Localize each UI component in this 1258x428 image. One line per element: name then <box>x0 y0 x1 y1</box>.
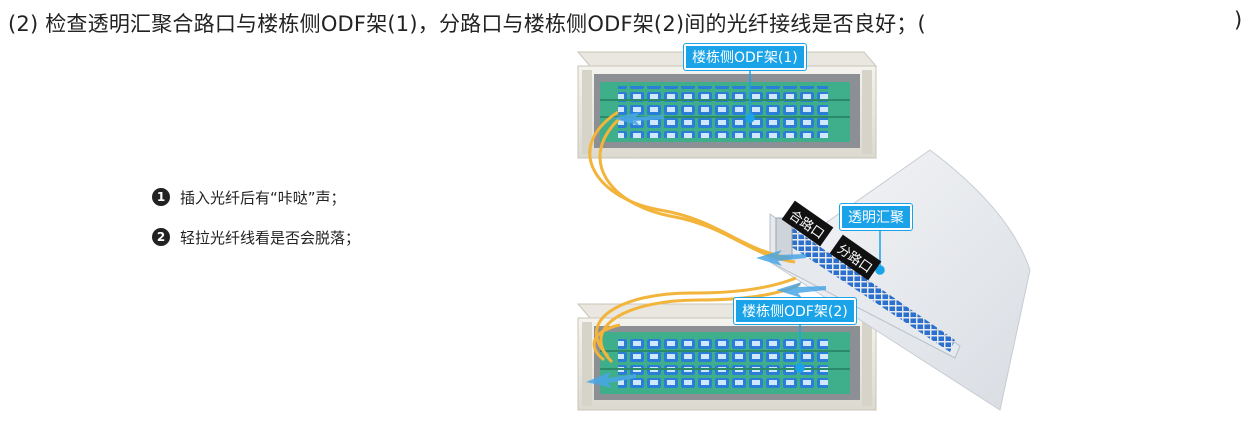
step-item: 1 插入光纤后有“咔哒”声； <box>152 186 360 208</box>
odf-rack-2-label: 楼栋侧ODF架(2) <box>734 298 856 324</box>
odf-rack-1-label: 楼栋侧ODF架(1) <box>684 44 806 70</box>
step-number-badge: 2 <box>152 228 170 246</box>
arrow-icon <box>612 112 664 126</box>
callout-lines <box>745 66 885 373</box>
aggregator-label: 透明汇聚 <box>840 204 912 230</box>
step-item: 2 轻拉光纤线看是否会脱落； <box>152 226 360 248</box>
question-text: (2) 检查透明汇聚合路口与楼栋侧ODF架(1)，分路口与楼栋侧ODF架(2)间… <box>8 8 1242 38</box>
step-text: 轻拉光纤线看是否会脱落； <box>180 228 361 247</box>
arrow-icon <box>756 250 806 266</box>
arrow-icon <box>586 372 636 388</box>
question-answer-blank-close: ) <box>1234 8 1243 32</box>
step-number-badge: 1 <box>152 188 170 206</box>
aggregator-device <box>769 149 1031 411</box>
question-stem: (2) 检查透明汇聚合路口与楼栋侧ODF架(1)，分路口与楼栋侧ODF架(2)间… <box>8 12 926 36</box>
instruction-steps: 1 插入光纤后有“咔哒”声； 2 轻拉光纤线看是否会脱落； <box>152 186 360 266</box>
arrow-icon <box>776 282 826 298</box>
direction-arrows <box>586 112 826 388</box>
step-text: 插入光纤后有“咔哒”声； <box>180 188 346 207</box>
